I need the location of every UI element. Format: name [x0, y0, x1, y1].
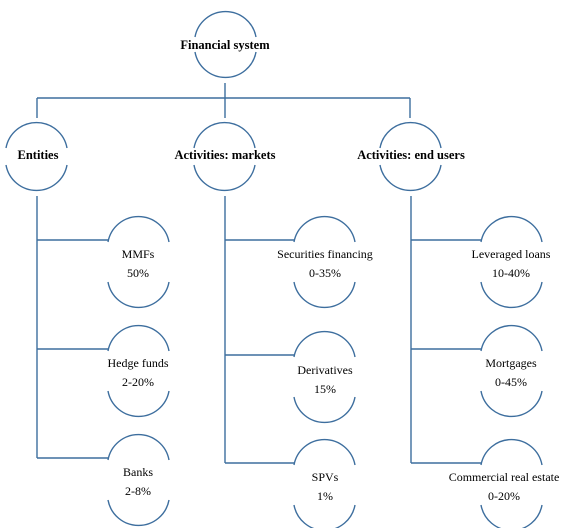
node-mmfs: MMFs 50% [88, 245, 188, 283]
banks-node-top-arc [107, 433, 170, 461]
node-commercial-real-estate: Commercial real estate 0-20% [431, 468, 577, 506]
node-leveraged-loans: Leveraged loans 10-40% [441, 245, 577, 283]
node-derivatives: Derivatives 15% [255, 361, 395, 399]
derivatives-node-bottom-arc [293, 396, 356, 424]
mortgages-node-top-arc [480, 324, 543, 352]
category-label-markets: Activities: markets [174, 148, 276, 162]
node-value: 0-20% [488, 489, 520, 503]
node-value: 0-45% [495, 375, 527, 389]
entities-node-bottom-arc [5, 164, 68, 192]
category-label-end-users: Activities: end users [357, 148, 465, 162]
end-users-connectors [410, 196, 481, 464]
leveraged-loans-node-top-arc [480, 215, 543, 243]
root-node-top-arc [194, 10, 257, 38]
node-value: 2-20% [122, 375, 154, 389]
node-name: Derivatives [297, 363, 353, 377]
entities-node-top-arc [5, 121, 68, 149]
node-value: 15% [314, 382, 336, 396]
securities-financing-node-top-arc [293, 215, 356, 243]
node-value: 0-35% [309, 266, 341, 280]
end-users-node-top-arc [379, 121, 442, 149]
node-name: Mortgages [485, 356, 537, 370]
node-value: 10-40% [492, 266, 530, 280]
node-value: 50% [127, 266, 149, 280]
leveraged-loans-node-bottom-arc [480, 281, 543, 309]
root-label: Financial system [180, 38, 270, 52]
node-name: Leveraged loans [471, 247, 551, 261]
commercial-real-estate-node-top-arc [480, 438, 543, 466]
markets-connectors [224, 196, 294, 464]
commercial-real-estate-node-bottom-arc [480, 504, 543, 528]
mortgages-node-bottom-arc [480, 390, 543, 418]
root-connector [36, 83, 411, 118]
markets-node-top-arc [193, 121, 256, 149]
markets-node-bottom-arc [193, 164, 256, 192]
entities-connectors [36, 196, 108, 459]
node-banks: Banks 2-8% [88, 463, 188, 501]
hedge-funds-node-top-arc [107, 324, 170, 352]
mmfs-node-bottom-arc [107, 281, 170, 309]
banks-node-bottom-arc [107, 499, 170, 527]
category-label-entities: Entities [17, 148, 59, 162]
securities-financing-node-bottom-arc [293, 281, 356, 309]
end-users-node-bottom-arc [379, 164, 442, 192]
node-value: 2-8% [125, 484, 151, 498]
node-name: Commercial real estate [448, 470, 560, 484]
mmfs-node-top-arc [107, 215, 170, 243]
spvs-node-bottom-arc [293, 504, 356, 528]
node-spvs: SPVs 1% [255, 468, 395, 506]
spvs-node-top-arc [293, 438, 356, 466]
node-hedge-funds: Hedge funds 2-20% [88, 354, 188, 392]
node-name: SPVs [311, 470, 339, 484]
node-mortgages: Mortgages 0-45% [441, 354, 577, 392]
root-node-bottom-arc [194, 51, 257, 79]
hedge-funds-node-bottom-arc [107, 390, 170, 418]
node-name: Securities financing [277, 247, 373, 261]
node-name: MMFs [121, 247, 155, 261]
derivatives-node-top-arc [293, 330, 356, 358]
node-name: Banks [123, 465, 153, 479]
node-value: 1% [317, 489, 333, 503]
node-name: Hedge funds [107, 356, 169, 370]
node-securities-financing: Securities financing 0-35% [255, 245, 395, 283]
